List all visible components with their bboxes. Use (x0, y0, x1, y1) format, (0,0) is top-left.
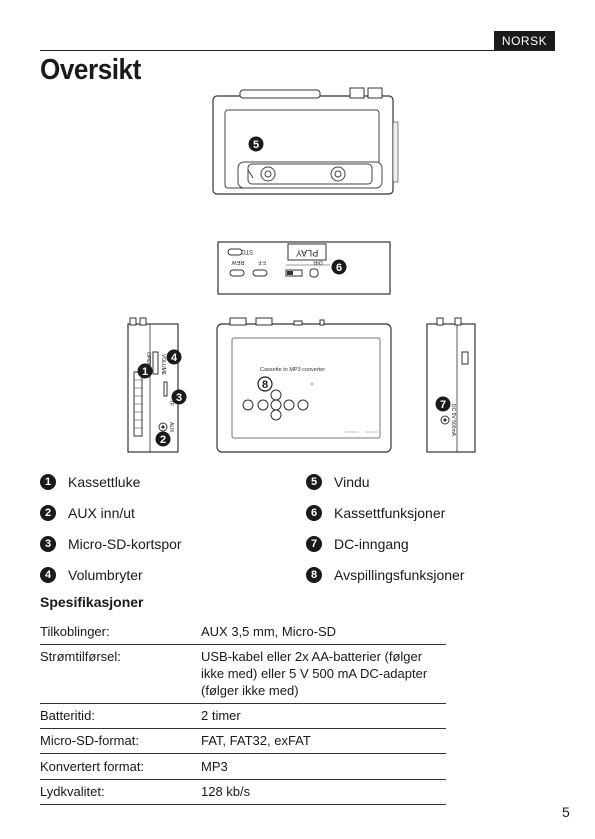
rew-button-label: REW (231, 259, 245, 265)
spec-key: Micro-SD-format: (40, 733, 139, 748)
device-front-face: Cassette to MP3 converter (216, 317, 392, 453)
legend-label: DC-inngang (334, 535, 409, 552)
spec-value: USB-kabel eller 2x AA-batterier (følger … (201, 649, 428, 698)
legend-label: Kassettfunksjoner (334, 504, 446, 521)
device-top-view (212, 87, 399, 195)
legend-label: Avspillingsfunksjoner (334, 566, 465, 583)
table-row: Konvertert format: MP3 (40, 754, 446, 780)
spec-key: Strømtilførsel: (40, 649, 121, 664)
device-left-side: OPEN VOLUME TF AUX (127, 317, 179, 453)
table-row: Micro-SD-format: FAT, FAT32, exFAT (40, 729, 446, 754)
marker-8: 8 (257, 376, 273, 392)
dir-switch-label: DIR (313, 259, 323, 265)
marker-5: 5 (248, 136, 264, 152)
spec-key: Lydkvalitet: (40, 784, 105, 799)
legend-label: Volumbryter (68, 566, 143, 583)
table-row: Lydkvalitet: 128 kb/s (40, 780, 446, 805)
marker-3: 3 (171, 389, 187, 405)
spec-value: AUX 3,5 mm, Micro-SD (201, 624, 337, 639)
legend-label: Micro-SD-kortspor (68, 535, 182, 552)
aux-label: AUX (168, 422, 174, 433)
svg-text:1: 1 (142, 366, 148, 378)
legend-label: Vindu (334, 473, 370, 490)
ff-button-label: F.F (258, 259, 266, 265)
marker-7: 7 (435, 396, 451, 412)
marker-1: 1 (137, 363, 153, 379)
legend-label: Kassettluke (68, 473, 141, 490)
svg-text:8: 8 (262, 379, 268, 391)
table-row: Batteritid: 2 timer (40, 704, 446, 729)
device-right-side: DC 5V 500mA (426, 317, 476, 453)
svg-text:7: 7 (440, 399, 446, 411)
volume-label: VOLUME (160, 354, 166, 376)
spec-key: Tilkoblinger: (40, 624, 110, 639)
device-diagram: PLAY STOP REW F.F DIR OPEN VOLUME TF AUX (127, 87, 476, 453)
table-row: Strømtilførsel: USB-kabel eller 2x AA-ba… (40, 645, 446, 704)
spec-value: 128 kb/s (201, 784, 251, 799)
open-label: OPEN (145, 352, 151, 367)
page-title: Oversikt (40, 54, 141, 86)
spec-value: 2 timer (201, 708, 241, 723)
table-row: Tilkoblinger: AUX 3,5 mm, Micro-SD (40, 620, 446, 645)
marker-4: 4 (166, 349, 182, 365)
dc-label: DC 5V 500mA (450, 404, 456, 437)
header-rule (40, 50, 555, 51)
svg-text:5: 5 (253, 139, 259, 151)
spec-key: Konvertert format: (40, 759, 145, 774)
spec-key: Batteritid: (40, 708, 95, 723)
device-button-edge: PLAY STOP REW F.F DIR (217, 241, 391, 295)
play-button-label: PLAY (296, 248, 318, 258)
specs-table: Tilkoblinger: AUX 3,5 mm, Micro-SD Strøm… (40, 620, 446, 805)
marker-6: 6 (331, 259, 347, 275)
svg-text:4: 4 (171, 352, 178, 364)
language-badge: NORSK (494, 31, 555, 50)
tf-label: TF (168, 400, 174, 406)
spec-value: FAT, FAT32, exFAT (201, 733, 311, 748)
svg-text:6: 6 (336, 262, 342, 274)
window-label: Cassette to MP3 converter (260, 367, 325, 373)
legend-label: AUX inn/ut (68, 504, 135, 521)
svg-text:2: 2 (160, 434, 166, 446)
page-number: 5 (562, 804, 570, 820)
specs-heading: Spesifikasjoner (40, 594, 144, 610)
stop-button-label: STOP (237, 248, 253, 254)
marker-2: 2 (155, 431, 171, 447)
spec-value: MP3 (201, 759, 228, 774)
svg-text:3: 3 (176, 392, 182, 404)
